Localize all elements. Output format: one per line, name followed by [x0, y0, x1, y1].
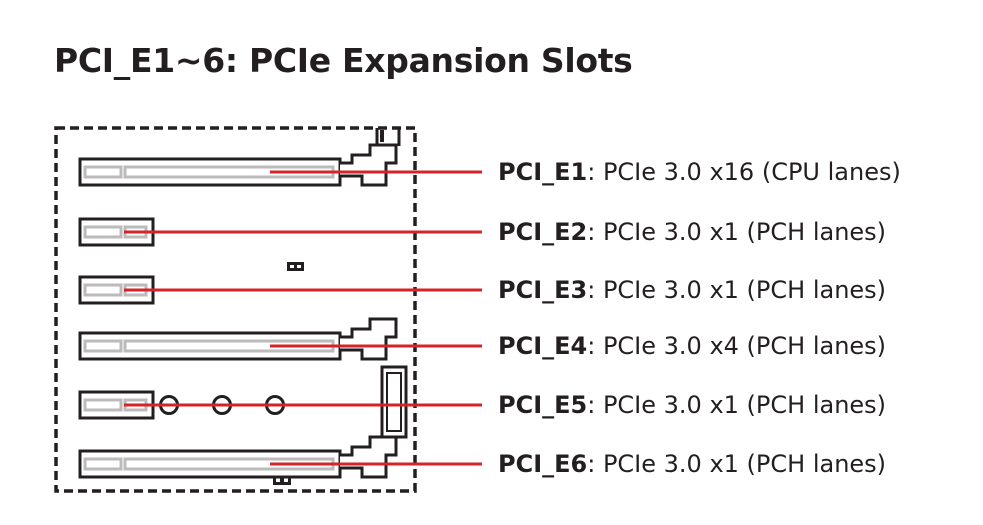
slot-label: PCI_E1: PCIe 3.0 x16 (CPU lanes) — [498, 157, 901, 187]
slot-description: PCIe 3.0 x1 (PCH lanes) — [602, 276, 887, 304]
slot-label: PCI_E2: PCIe 3.0 x1 (PCH lanes) — [498, 217, 886, 247]
slot-separator: : — [587, 391, 603, 419]
slot-label: PCI_E5: PCIe 3.0 x1 (PCH lanes) — [498, 390, 886, 420]
slot-id: PCI_E2 — [498, 218, 588, 246]
slots-layer — [78, 143, 398, 479]
slot-id: PCI_E6 — [498, 450, 588, 478]
slot-pci-e1 — [78, 143, 398, 187]
leader-lines-layer — [124, 170, 482, 466]
slot-separator: : — [587, 332, 603, 360]
slot-description: PCIe 3.0 x1 (PCH lanes) — [602, 391, 887, 419]
slot-separator: : — [587, 218, 603, 246]
slot-description: PCIe 3.0 x4 (PCH lanes) — [602, 332, 887, 360]
slot-id: PCI_E3 — [498, 276, 588, 304]
slot-label: PCI_E6: PCIe 3.0 x1 (PCH lanes) — [498, 449, 886, 479]
bottom-connector — [273, 475, 291, 485]
slot-separator: : — [587, 158, 603, 186]
slot-label: PCI_E4: PCIe 3.0 x4 (PCH lanes) — [498, 331, 886, 361]
slot-description: PCIe 3.0 x16 (CPU lanes) — [602, 158, 901, 186]
slot-pci-e6 — [78, 435, 398, 479]
top-bracket — [375, 128, 401, 146]
slot-separator: : — [587, 276, 603, 304]
slot-id: PCI_E1 — [498, 158, 588, 186]
board-outline — [54, 126, 417, 493]
slot-label: PCI_E3: PCIe 3.0 x1 (PCH lanes) — [498, 275, 886, 305]
slot-pci-e4 — [78, 317, 398, 361]
slot-separator: : — [587, 450, 603, 478]
slot-description: PCIe 3.0 x1 (PCH lanes) — [602, 218, 887, 246]
slot-id: PCI_E4 — [498, 332, 588, 360]
slot-description: PCIe 3.0 x1 (PCH lanes) — [602, 450, 887, 478]
side-connector — [380, 365, 408, 439]
slot-id: PCI_E5 — [498, 391, 588, 419]
chip-component — [287, 262, 304, 271]
page-title: PCI_E1~6: PCIe Expansion Slots — [54, 41, 633, 80]
